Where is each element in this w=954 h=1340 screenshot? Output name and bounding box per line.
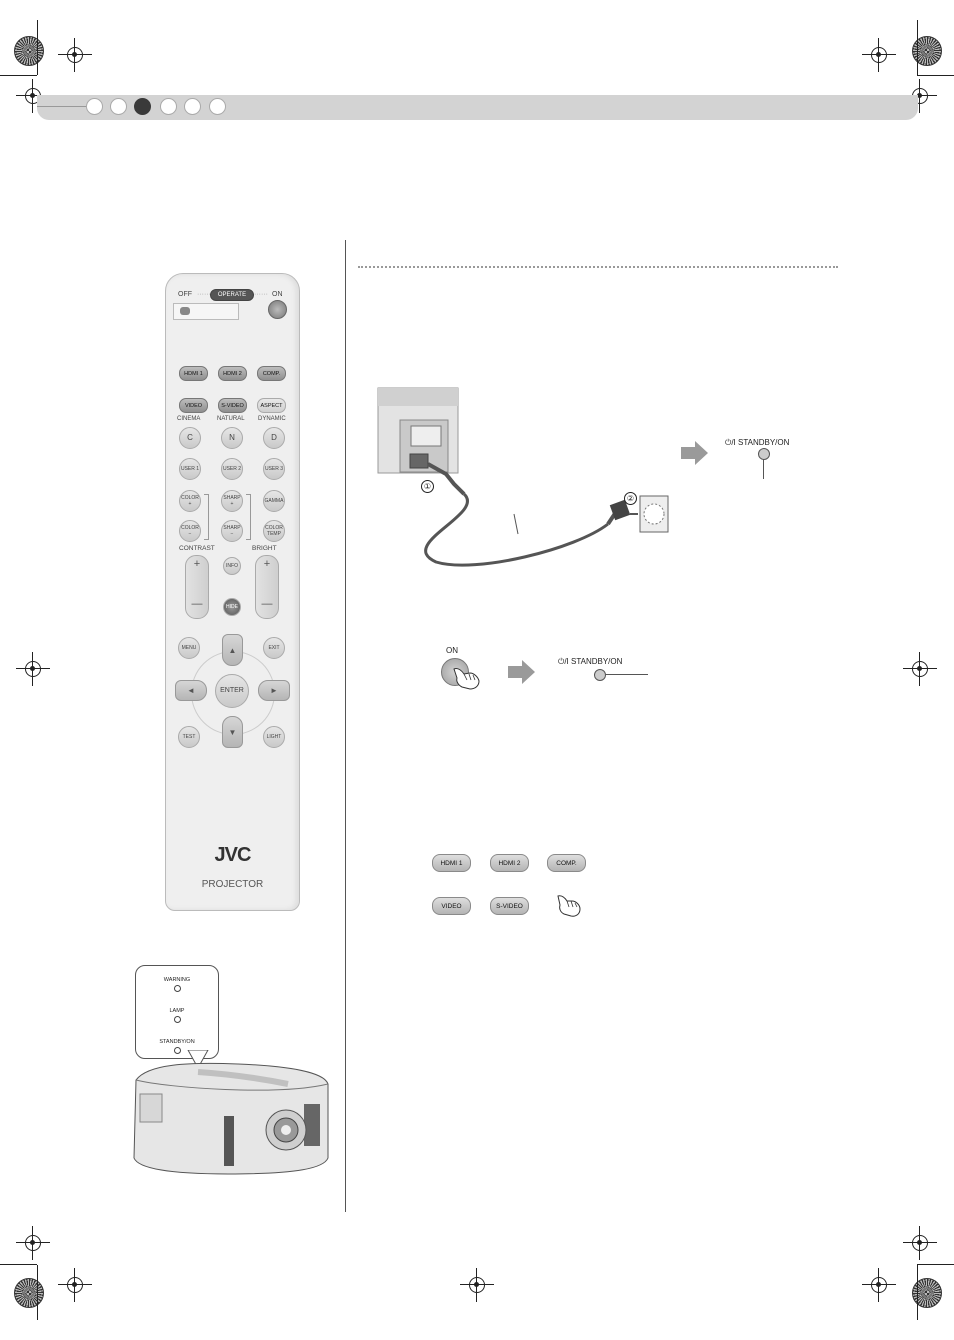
indicator-callout: WARNING LAMP STANDBY/ON <box>135 965 219 1059</box>
standby-on-label-2: ⏻/I STANDBY/ON <box>558 657 623 666</box>
up-arrow-button[interactable]: ▲ <box>222 634 243 666</box>
step-dot-active <box>134 98 151 115</box>
menu-button[interactable]: MENU <box>178 637 200 659</box>
warning-led-icon <box>174 985 181 992</box>
standby-on-label: ⏻/I STANDBY/ON <box>725 438 790 447</box>
user2-button[interactable]: USER 2 <box>221 458 243 480</box>
arrow-right-icon <box>681 441 708 465</box>
color-temp-button[interactable]: COLOR TEMP <box>263 520 285 542</box>
step-dot <box>86 98 103 115</box>
info-button[interactable]: INFO <box>223 557 241 575</box>
user1-button[interactable]: USER 1 <box>179 458 201 480</box>
step-1-marker: ① <box>421 480 434 493</box>
step-2-marker: ② <box>624 492 637 505</box>
header-rule <box>37 106 87 107</box>
color-target-icon <box>14 1278 44 1308</box>
step-dot <box>209 98 226 115</box>
dynamic-button[interactable]: D <box>263 427 285 449</box>
standby-on-indicator-label: STANDBY/ON <box>159 1039 195 1045</box>
light-button[interactable]: LIGHT <box>263 726 285 748</box>
cinema-button[interactable]: C <box>179 427 201 449</box>
cinema-label: CINEMA <box>177 416 201 422</box>
contrast-rocker[interactable]: + — <box>185 555 209 619</box>
hdmi1-input-button[interactable]: HDMI 1 <box>432 854 471 872</box>
step-dot <box>184 98 201 115</box>
comp-button[interactable]: COMP. <box>257 366 286 381</box>
user3-button[interactable]: USER 3 <box>263 458 285 480</box>
on-button[interactable] <box>268 300 287 319</box>
standby-led-icon <box>758 448 770 460</box>
sharp-minus-button[interactable]: SHARP − <box>221 520 243 542</box>
projector-illustration <box>133 1050 329 1175</box>
hdmi2-button[interactable]: HDMI 2 <box>218 366 247 381</box>
aspect-button[interactable]: ASPECT <box>257 398 286 413</box>
bright-rocker[interactable]: + — <box>255 555 279 619</box>
video-input-button[interactable]: VIDEO <box>432 897 471 915</box>
lamp-led-icon <box>174 1016 181 1023</box>
color-plus-button[interactable]: COLOR + <box>179 490 201 512</box>
pointing-hand-icon <box>557 895 581 917</box>
comp-input-button[interactable]: COMP. <box>547 854 586 872</box>
arrow-right-icon <box>508 660 535 684</box>
hdmi2-input-button[interactable]: HDMI 2 <box>490 854 529 872</box>
video-button[interactable]: VIDEO <box>179 398 208 413</box>
on-label: ON <box>272 291 283 298</box>
crosshair-icon <box>16 1226 50 1260</box>
hdmi1-button[interactable]: HDMI 1 <box>179 366 208 381</box>
s-video-input-button[interactable]: S-VIDEO <box>490 897 529 915</box>
crosshair-icon <box>862 1268 896 1302</box>
operate-label: OPERATE <box>210 289 254 301</box>
on-button-label: ON <box>446 646 458 655</box>
warning-label: WARNING <box>163 977 191 983</box>
crosshair-icon <box>16 652 50 686</box>
crosshair-icon <box>460 1268 494 1302</box>
gamma-button[interactable]: GAMMA <box>263 490 285 512</box>
product-label: PROJECTOR <box>201 879 264 890</box>
pressing-hand-icon <box>453 668 480 690</box>
off-button-well <box>173 303 239 320</box>
color-minus-button[interactable]: COLOR − <box>179 520 201 542</box>
section-rule <box>358 266 838 268</box>
hide-button[interactable]: HIDE <box>223 598 241 616</box>
down-arrow-button[interactable]: ▼ <box>222 716 243 748</box>
crosshair-icon <box>58 38 92 72</box>
right-arrow-button[interactable]: ► <box>258 680 290 701</box>
standby-led-icon <box>174 1047 181 1054</box>
step-dot <box>160 98 177 115</box>
contrast-label: CONTRAST <box>179 545 215 552</box>
jvc-logo: JVC <box>214 844 252 866</box>
s-video-button[interactable]: S-VIDEO <box>218 398 247 413</box>
step-dot <box>110 98 127 115</box>
enter-button[interactable]: ENTER <box>215 674 249 708</box>
power-cord-diagram <box>377 387 669 567</box>
remote-control: OFF ······ OPERATE ······ ON HDMI 1 HDMI… <box>165 273 300 911</box>
color-target-icon <box>14 36 44 66</box>
sharp-plus-button[interactable]: SHARP + <box>221 490 243 512</box>
column-divider <box>345 240 346 1212</box>
bright-label: BRIGHT <box>252 545 277 552</box>
dynamic-label: DYNAMIC <box>258 416 286 422</box>
off-label: OFF <box>178 291 192 298</box>
crosshair-icon <box>903 652 937 686</box>
natural-button[interactable]: N <box>221 427 243 449</box>
exit-button[interactable]: EXIT <box>263 637 285 659</box>
crosshair-icon <box>903 1226 937 1260</box>
standby-led-icon <box>594 669 606 681</box>
crosshair-icon <box>58 1268 92 1302</box>
test-button[interactable]: TEST <box>178 726 200 748</box>
header-band <box>37 95 918 120</box>
natural-label: NATURAL <box>217 416 245 422</box>
lamp-label: LAMP <box>169 1008 185 1014</box>
left-arrow-button[interactable]: ◄ <box>175 680 207 701</box>
crosshair-icon <box>862 38 896 72</box>
off-button[interactable] <box>180 307 190 315</box>
